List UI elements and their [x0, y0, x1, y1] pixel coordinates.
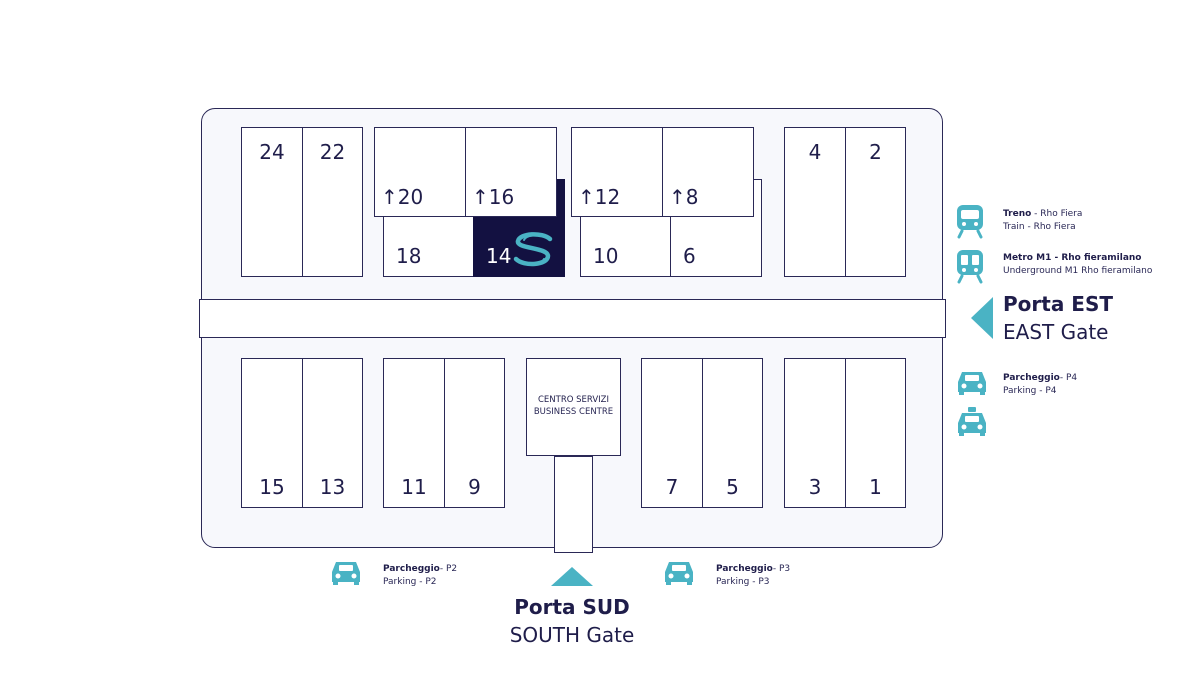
south-gate-subtitle: SOUTH Gate [509, 623, 635, 647]
hall-number: 4 [808, 140, 822, 164]
east-gate-title: Porta EST [1003, 292, 1113, 316]
hall-20[interactable]: ↑20 [374, 127, 466, 217]
hall-1[interactable]: 1 [845, 358, 906, 508]
metro-icon [957, 250, 983, 284]
hall-number: 9 [468, 475, 481, 499]
parking-p4-info: Parcheggio- P4 Parking - P4 [1003, 372, 1153, 398]
hall-7[interactable]: 7 [641, 358, 703, 508]
south-walkway [554, 456, 593, 553]
parking-p2-info: Parcheggio- P2 Parking - P2 [383, 563, 513, 589]
parking-p2-label-en: Parking - P2 [383, 577, 437, 587]
hall-number: ↑20 [381, 185, 424, 209]
hall-8[interactable]: ↑8 [662, 127, 754, 217]
hall-5[interactable]: 5 [702, 358, 763, 508]
metro-info: Metro M1 - Rho fieramilano Underground M… [1003, 252, 1198, 278]
hall-9[interactable]: 9 [444, 358, 505, 508]
hall-number: 5 [726, 475, 739, 499]
metro-label-en: Underground M1 Rho fieramilano [1003, 266, 1153, 276]
east-gate-subtitle: EAST Gate [1003, 320, 1109, 344]
car-icon [665, 562, 693, 585]
hall-number: 11 [401, 475, 427, 499]
hall-number: 1 [869, 475, 882, 499]
parking-p2-code: - P2 [439, 564, 458, 574]
hall-4[interactable]: 4 [784, 127, 846, 277]
parking-p3-label-en: Parking - P3 [716, 577, 770, 587]
parking-p4-label-en: Parking - P4 [1003, 386, 1057, 396]
hall-number: ↑12 [578, 185, 621, 209]
south-gate-arrow-icon [551, 567, 593, 586]
hall-2[interactable]: 2 [845, 127, 906, 277]
business-centre-label-en: BUSINESS CENTRE [533, 407, 614, 417]
hall-number: 10 [593, 244, 619, 268]
train-label-en: Train - Rho Fiera [1003, 222, 1076, 232]
hall-13[interactable]: 13 [302, 358, 363, 508]
hall-22[interactable]: 22 [302, 127, 363, 277]
hall-number: 6 [683, 244, 696, 268]
hall-3[interactable]: 3 [784, 358, 846, 508]
hall-number: 24 [259, 140, 285, 164]
train-label-it: Treno [1003, 209, 1032, 219]
taxi-icon [958, 407, 986, 436]
car-icon [332, 562, 360, 585]
hall-number: ↑8 [669, 185, 699, 209]
train-info: Treno - Rho Fiera Train - Rho Fiera [1003, 208, 1193, 234]
metro-label-it: Metro M1 - Rho fieramilano [1003, 253, 1142, 263]
hall-number: 15 [259, 475, 285, 499]
hall-number: 18 [396, 244, 422, 268]
hall-number: 2 [869, 140, 882, 164]
hall-12[interactable]: ↑12 [571, 127, 663, 217]
south-gate-title: Porta SUD [514, 595, 630, 619]
car-icon [958, 372, 986, 395]
train-station-it: - Rho Fiera [1031, 209, 1083, 219]
hall-number: ↑16 [472, 185, 515, 209]
hall-24[interactable]: 24 [241, 127, 303, 277]
parking-p3-code: - P3 [772, 564, 791, 574]
hall-number: 22 [319, 140, 346, 164]
hall-number: 13 [319, 475, 346, 499]
train-icon [957, 205, 983, 239]
hall-number: 3 [808, 475, 822, 499]
east-gate-arrow-icon [971, 297, 993, 339]
hall-15[interactable]: 15 [241, 358, 303, 508]
hall-number: 7 [665, 475, 679, 499]
hall-number: 14 [486, 244, 512, 268]
parking-p3-info: Parcheggio- P3 Parking - P3 [716, 563, 846, 589]
central-corridor [199, 299, 946, 338]
business-centre-label-it: CENTRO SERVIZI [537, 395, 609, 405]
hall-16[interactable]: ↑16 [465, 127, 557, 217]
hall-11[interactable]: 11 [383, 358, 445, 508]
parking-p3-label-it: Parcheggio [716, 564, 773, 574]
parking-p2-label-it: Parcheggio [383, 564, 440, 574]
business-centre[interactable]: CENTRO SERVIZI BUSINESS CENTRE [526, 358, 621, 456]
parking-p4-code: - P4 [1059, 373, 1078, 383]
parking-p4-label-it: Parcheggio [1003, 373, 1060, 383]
exhibitor-logo-icon [513, 232, 553, 267]
